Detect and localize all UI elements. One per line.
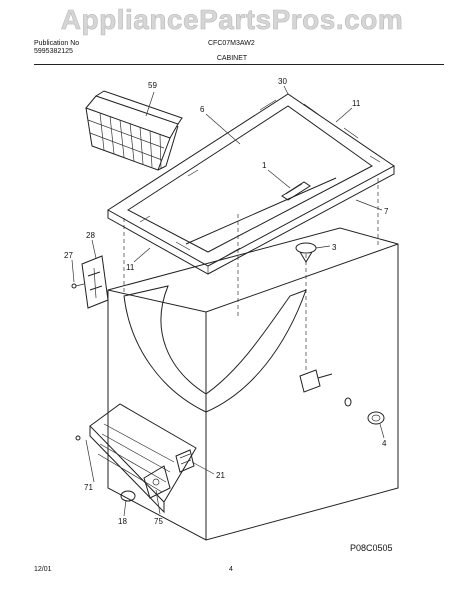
callout-59: 59 xyxy=(148,81,157,90)
cabinet-body-part xyxy=(107,178,399,541)
callout-21: 21 xyxy=(216,471,225,480)
callout-7: 7 xyxy=(384,207,389,216)
callout-75: 75 xyxy=(154,517,163,526)
callout-71: 71 xyxy=(84,483,93,492)
grille-part xyxy=(75,403,197,514)
callout-11-top: 11 xyxy=(352,99,361,108)
callout-28: 28 xyxy=(86,231,95,240)
callout-30: 30 xyxy=(278,77,287,86)
footer-date: 12/01 xyxy=(34,566,52,573)
callout-11-left: 11 xyxy=(126,263,135,272)
leader-lines xyxy=(71,85,385,517)
callout-18: 18 xyxy=(118,517,127,526)
callout-6: 6 xyxy=(200,105,205,114)
header-rule xyxy=(34,64,444,65)
section-title: CABINET xyxy=(216,55,248,62)
callout-4: 4 xyxy=(382,439,387,448)
lid-frame-part xyxy=(107,93,395,275)
callout-27: 27 xyxy=(64,251,73,260)
publication-number: 5995382125 xyxy=(34,48,73,55)
callout-3: 3 xyxy=(332,243,337,252)
callout-1: 1 xyxy=(262,161,267,170)
watermark-logo: AppliancePartsPros.com xyxy=(60,4,404,36)
diagram-code: P08C0505 xyxy=(350,543,393,553)
hinge-part xyxy=(71,255,109,309)
callout-labels: 59 6 30 11 1 7 3 28 27 11 4 21 71 18 75 xyxy=(64,77,389,526)
model-number: CFC07M3AW2 xyxy=(208,40,255,47)
footer-page-number: 4 xyxy=(229,566,233,573)
publication-label: Publication No xyxy=(34,40,80,47)
basket-part xyxy=(85,90,183,171)
